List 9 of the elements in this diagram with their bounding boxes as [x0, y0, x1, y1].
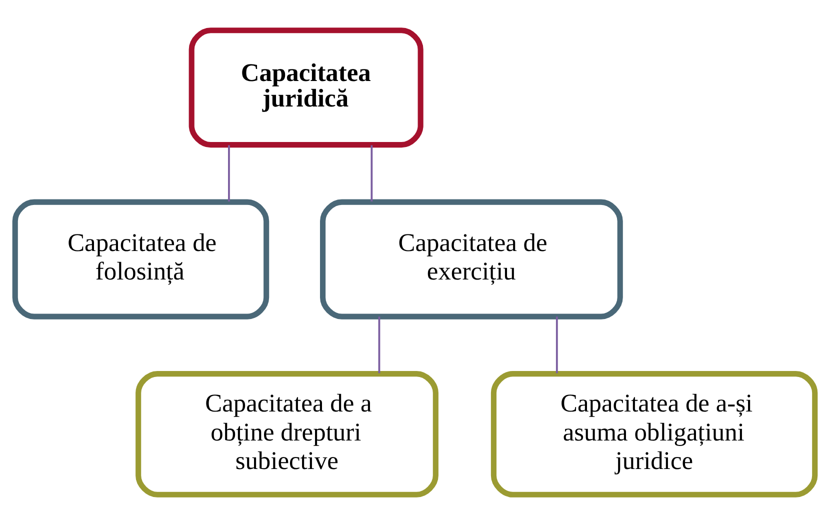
connector — [370, 144, 373, 202]
node-box: Capacitatea de exercițiu — [320, 198, 623, 319]
connector — [228, 144, 230, 202]
node-box: Capacitatea de folosință — [12, 198, 270, 319]
node-box: Capacitatea de a-și asuma obligațiuni juridice — [490, 370, 818, 497]
connector — [378, 316, 380, 373]
connector — [556, 316, 558, 373]
node-box: Capacitatea de a obține drepturi subiective — [136, 370, 438, 497]
node-box: Capacitatea juridică — [188, 27, 424, 148]
